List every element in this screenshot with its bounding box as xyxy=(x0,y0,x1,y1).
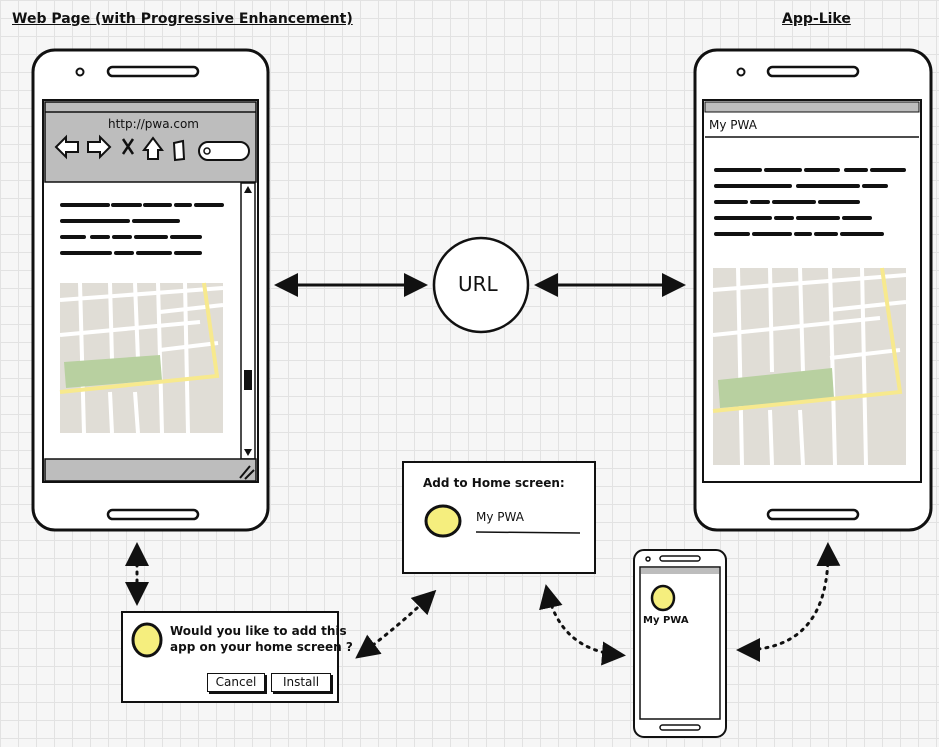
pwa-app-icon xyxy=(131,622,163,658)
right-phone xyxy=(693,48,933,532)
dotted-arrow-small-phone-to-right-phone xyxy=(736,542,841,662)
bookmark-icon xyxy=(172,139,186,162)
install-prompt-line2: app on your home screen ? xyxy=(170,640,353,654)
pwa-app-icon xyxy=(650,584,676,612)
left-phone xyxy=(31,48,270,532)
placeholder-text-lines xyxy=(60,203,224,255)
scroll-thumb xyxy=(244,370,252,390)
add-home-app-name[interactable]: My PWA xyxy=(476,510,524,524)
app-like-heading: App-Like xyxy=(782,11,851,27)
speaker-icon xyxy=(766,65,860,78)
install-button[interactable]: Install xyxy=(271,673,331,692)
forward-arrow-icon xyxy=(87,134,112,160)
web-page-heading: Web Page (with Progressive Enhancement) xyxy=(12,11,353,27)
camera-icon xyxy=(736,67,746,77)
home-icon xyxy=(142,136,164,160)
address-bar-url[interactable]: http://pwa.com xyxy=(108,117,199,131)
cancel-button[interactable]: Cancel xyxy=(207,673,265,692)
back-arrow-icon xyxy=(54,134,79,160)
pwa-app-icon xyxy=(424,504,462,538)
map-image-left xyxy=(59,282,224,434)
home-screen-app-label[interactable]: My PWA xyxy=(643,615,689,626)
camera-icon xyxy=(75,67,85,77)
dotted-arrow-dialog-to-small-phone xyxy=(539,584,626,666)
search-pill-icon xyxy=(198,141,250,161)
speaker-icon xyxy=(106,65,200,78)
url-label: URL xyxy=(458,272,498,296)
home-button-icon xyxy=(766,508,860,521)
app-title-bar: My PWA xyxy=(709,118,757,132)
add-home-dialog-title: Add to Home screen: xyxy=(423,476,565,490)
small-phone xyxy=(633,549,727,738)
install-prompt-line1: Would you like to add this xyxy=(170,624,347,638)
placeholder-text-lines xyxy=(714,168,906,236)
scrollbar[interactable] xyxy=(240,182,256,460)
map-image-right xyxy=(712,267,907,466)
home-button-icon xyxy=(106,508,200,521)
close-icon xyxy=(121,138,135,155)
resize-grip-icon xyxy=(239,465,255,480)
url-node xyxy=(432,236,530,334)
dotted-arrow-prompt-to-dialog xyxy=(355,589,437,659)
